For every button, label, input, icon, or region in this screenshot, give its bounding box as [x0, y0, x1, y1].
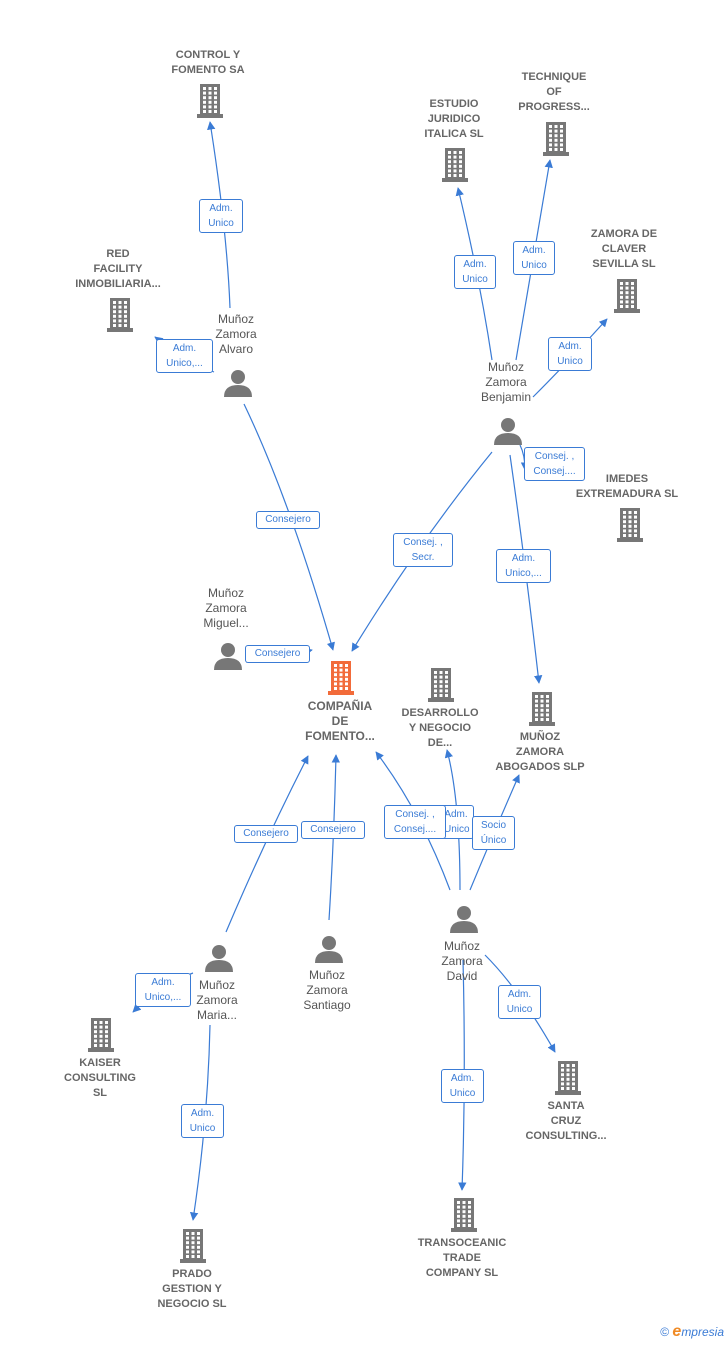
edge-label-benjamin-to-zamora[interactable]: Adm. Unico [548, 337, 592, 371]
node-label-control[interactable]: CONTROL Y FOMENTO SA [171, 49, 245, 76]
building-icon-munoz_abog[interactable] [529, 692, 555, 726]
edge-label-benjamin-to-focus[interactable]: Consej. , Secr. [393, 533, 453, 567]
edges-layer [132, 121, 608, 1221]
node-label-trans[interactable]: TRANSOCEANIC TRADE COMPANY SL [417, 1237, 507, 1279]
node-label-zamora[interactable]: ZAMORA DE CLAVER SEVILLA SL [590, 228, 658, 270]
node-label-alvaro[interactable]: Muñoz Zamora Alvaro [215, 312, 257, 356]
focus-building-icon-focus[interactable] [328, 661, 354, 695]
node-label-munoz_abog[interactable]: MUÑOZ ZAMORA ABOGADOS SLP [495, 731, 585, 773]
person-icon-maria[interactable] [205, 945, 233, 972]
icons-layer [88, 84, 643, 1263]
node-label-maria[interactable]: Muñoz Zamora Maria... [196, 978, 238, 1022]
building-icon-trans[interactable] [451, 1198, 477, 1232]
node-label-prado[interactable]: PRADO GESTION Y NEGOCIO SL [157, 1268, 227, 1310]
edge-label-miguel-to-focus[interactable]: Consejero [245, 645, 310, 663]
node-label-focus[interactable]: COMPAÑIA DE FOMENTO... [305, 699, 375, 743]
node-label-santiago[interactable]: Muñoz Zamora Santiago [303, 968, 351, 1012]
edge-label-alvaro-to-red[interactable]: Adm. Unico,... [156, 339, 213, 373]
building-icon-desarrollo[interactable] [428, 668, 454, 702]
node-label-desarrollo[interactable]: DESARROLLO Y NEGOCIO DE... [401, 707, 479, 749]
edge-label-alvaro-to-focus[interactable]: Consejero [256, 511, 320, 529]
edge-label-alvaro-to-control[interactable]: Adm. Unico [199, 199, 243, 233]
building-icon-imedes[interactable] [617, 508, 643, 542]
edge-label-benjamin-to-estudio[interactable]: Adm. Unico [454, 255, 496, 289]
edge-label-benjamin-to-munoz_abog[interactable]: Adm. Unico,... [496, 549, 551, 583]
edge-maria-to-focus [225, 755, 309, 933]
building-icon-red[interactable] [107, 298, 133, 332]
edge-label-david-to-trans[interactable]: Adm. Unico [441, 1069, 484, 1103]
node-label-kaiser[interactable]: KAISER CONSULTING SL [64, 1057, 136, 1099]
building-icon-santa[interactable] [555, 1061, 581, 1095]
edge-label-benjamin-to-technique[interactable]: Adm. Unico [513, 241, 555, 275]
brand-logo: © empresia [660, 1323, 724, 1341]
node-label-imedes[interactable]: IMEDES EXTREMADURA SL [575, 473, 679, 500]
edge-label-david-to-santa[interactable]: Adm. Unico [498, 985, 541, 1019]
edge-label-david-to-focus[interactable]: Consej. , Consej.... [384, 805, 446, 839]
person-icon-alvaro[interactable] [224, 370, 252, 397]
edge-label-maria-to-focus[interactable]: Consejero [234, 825, 298, 843]
node-label-santa[interactable]: SANTA CRUZ CONSULTING... [525, 1100, 607, 1142]
brand-name: mpresia [681, 1325, 724, 1339]
person-icon-david[interactable] [450, 906, 478, 933]
person-icon-santiago[interactable] [315, 936, 343, 963]
building-icon-control[interactable] [197, 84, 223, 118]
node-label-technique[interactable]: TECHNIQUE OF PROGRESS... [518, 71, 590, 113]
building-icon-estudio[interactable] [442, 148, 468, 182]
node-label-miguel[interactable]: Muñoz Zamora Miguel... [203, 586, 249, 630]
node-label-david[interactable]: Muñoz Zamora David [441, 939, 483, 983]
building-icon-kaiser[interactable] [88, 1018, 114, 1052]
edge-label-benjamin-to-imedes[interactable]: Consej. , Consej.... [524, 447, 585, 481]
node-label-red[interactable]: RED FACILITY INMOBILIARIA... [75, 248, 161, 290]
building-icon-zamora[interactable] [614, 279, 640, 313]
node-label-benjamin[interactable]: Muñoz Zamora Benjamin [480, 360, 532, 404]
node-label-estudio[interactable]: ESTUDIO JURIDICO ITALICA SL [424, 98, 484, 140]
building-icon-prado[interactable] [180, 1229, 206, 1263]
edge-label-maria-to-prado[interactable]: Adm. Unico [181, 1104, 224, 1138]
building-icon-technique[interactable] [543, 122, 569, 156]
edge-label-santiago-to-focus[interactable]: Consejero [301, 821, 365, 839]
brand-initial: e [672, 1323, 682, 1340]
edge-label-maria-to-kaiser[interactable]: Adm. Unico,... [135, 973, 191, 1007]
person-icon-miguel[interactable] [214, 643, 242, 670]
edge-label-david-to-munoz_abog[interactable]: Socio Único [472, 816, 515, 850]
person-icon-benjamin[interactable] [494, 418, 522, 445]
copyright-icon: © [660, 1325, 670, 1339]
